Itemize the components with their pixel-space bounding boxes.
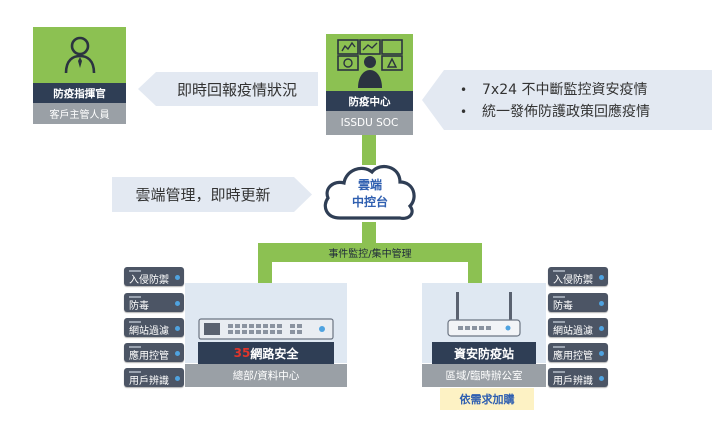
branch-module-userid: 用戶辨識 (548, 368, 608, 387)
report-arrow: 即時回報疫情狀況 (138, 72, 318, 106)
branch-module-av-label: 防毒 (553, 301, 573, 312)
bus-left-drop (258, 243, 272, 283)
branch-module-appctrl: 應用控管 (548, 343, 608, 362)
soc-bullet-dot-2: • (460, 105, 468, 119)
cloud-icon: 雲端 中控台 (318, 158, 422, 226)
hq-module-appctrl: 應用控管 (124, 343, 184, 362)
commander-card (33, 27, 126, 83)
soc-cloud-connector (362, 135, 376, 165)
soc-subtitle: ISSDU SOC (326, 111, 413, 135)
hq-module-userid: 用戶辨識 (124, 368, 184, 387)
cloud-arrow: 雲端管理，即時更新 (112, 177, 312, 212)
hq-module-av-label: 防毒 (129, 301, 149, 312)
commander-title: 防疫指揮官 (33, 83, 126, 103)
hq-module-webfilter: 網站過濾 (124, 318, 184, 337)
branch-addon-note: 依需求加購 (440, 388, 534, 410)
hq-product-name: 網路安全 (250, 346, 299, 361)
monitor-wall-icon (334, 38, 406, 88)
branch-module-av: 防毒 (548, 293, 608, 312)
cloud-arrow-text: 雲端管理，即時更新 (135, 186, 271, 204)
event-bus-bar (258, 243, 482, 262)
branch-module-ips: 入侵防禦 (548, 267, 608, 286)
branch-module-webfilter-label: 網站過濾 (553, 326, 593, 337)
soc-title: 防疫中心 (326, 91, 413, 111)
cloud-line2: 中控台 (351, 194, 388, 209)
branch-module-userid-label: 用戶辨識 (553, 376, 593, 387)
branch-module-appctrl-label: 應用控管 (553, 351, 593, 362)
branch-location: 區域/臨時辦公室 (422, 364, 546, 387)
router-icon (444, 290, 524, 340)
commander-subtitle: 客戶主管人員 (33, 103, 126, 124)
soc-card (326, 34, 413, 91)
hq-module-webfilter-label: 網站過濾 (129, 326, 169, 337)
branch-module-ips-label: 入侵防禦 (553, 275, 593, 286)
user-icon (63, 35, 97, 75)
branch-module-webfilter: 網站過濾 (548, 318, 608, 337)
hq-module-appctrl-label: 應用控管 (129, 351, 169, 362)
soc-bullets-arrow: • 7x24 不中斷監控資安疫情 • 統一發佈防護政策回應疫情 (422, 70, 712, 130)
report-arrow-text: 即時回報疫情狀況 (176, 80, 297, 99)
cloud-line1: 雲端 (357, 177, 382, 192)
branch-product-title: 資安防疫站 (432, 342, 536, 364)
soc-bullet-1: 7x24 不中斷監控資安疫情 (482, 82, 648, 98)
soc-bullet-dot-1: • (460, 83, 468, 97)
soc-bullet-2: 統一發佈防護政策回應疫情 (482, 104, 650, 120)
hq-module-userid-label: 用戶辨識 (129, 376, 169, 387)
hq-module-ips-label: 入侵防禦 (129, 275, 169, 286)
event-bus-label: 事件監控/集中管理 (328, 249, 412, 260)
server-appliance-icon (198, 318, 334, 340)
hq-product-prefix: 35 (233, 346, 251, 360)
hq-location: 總部/資料中心 (185, 364, 347, 387)
hq-module-av: 防毒 (124, 293, 184, 312)
hq-module-ips: 入侵防禦 (124, 267, 184, 286)
bus-right-drop (468, 243, 482, 283)
cloud-bus-connector (362, 222, 376, 244)
